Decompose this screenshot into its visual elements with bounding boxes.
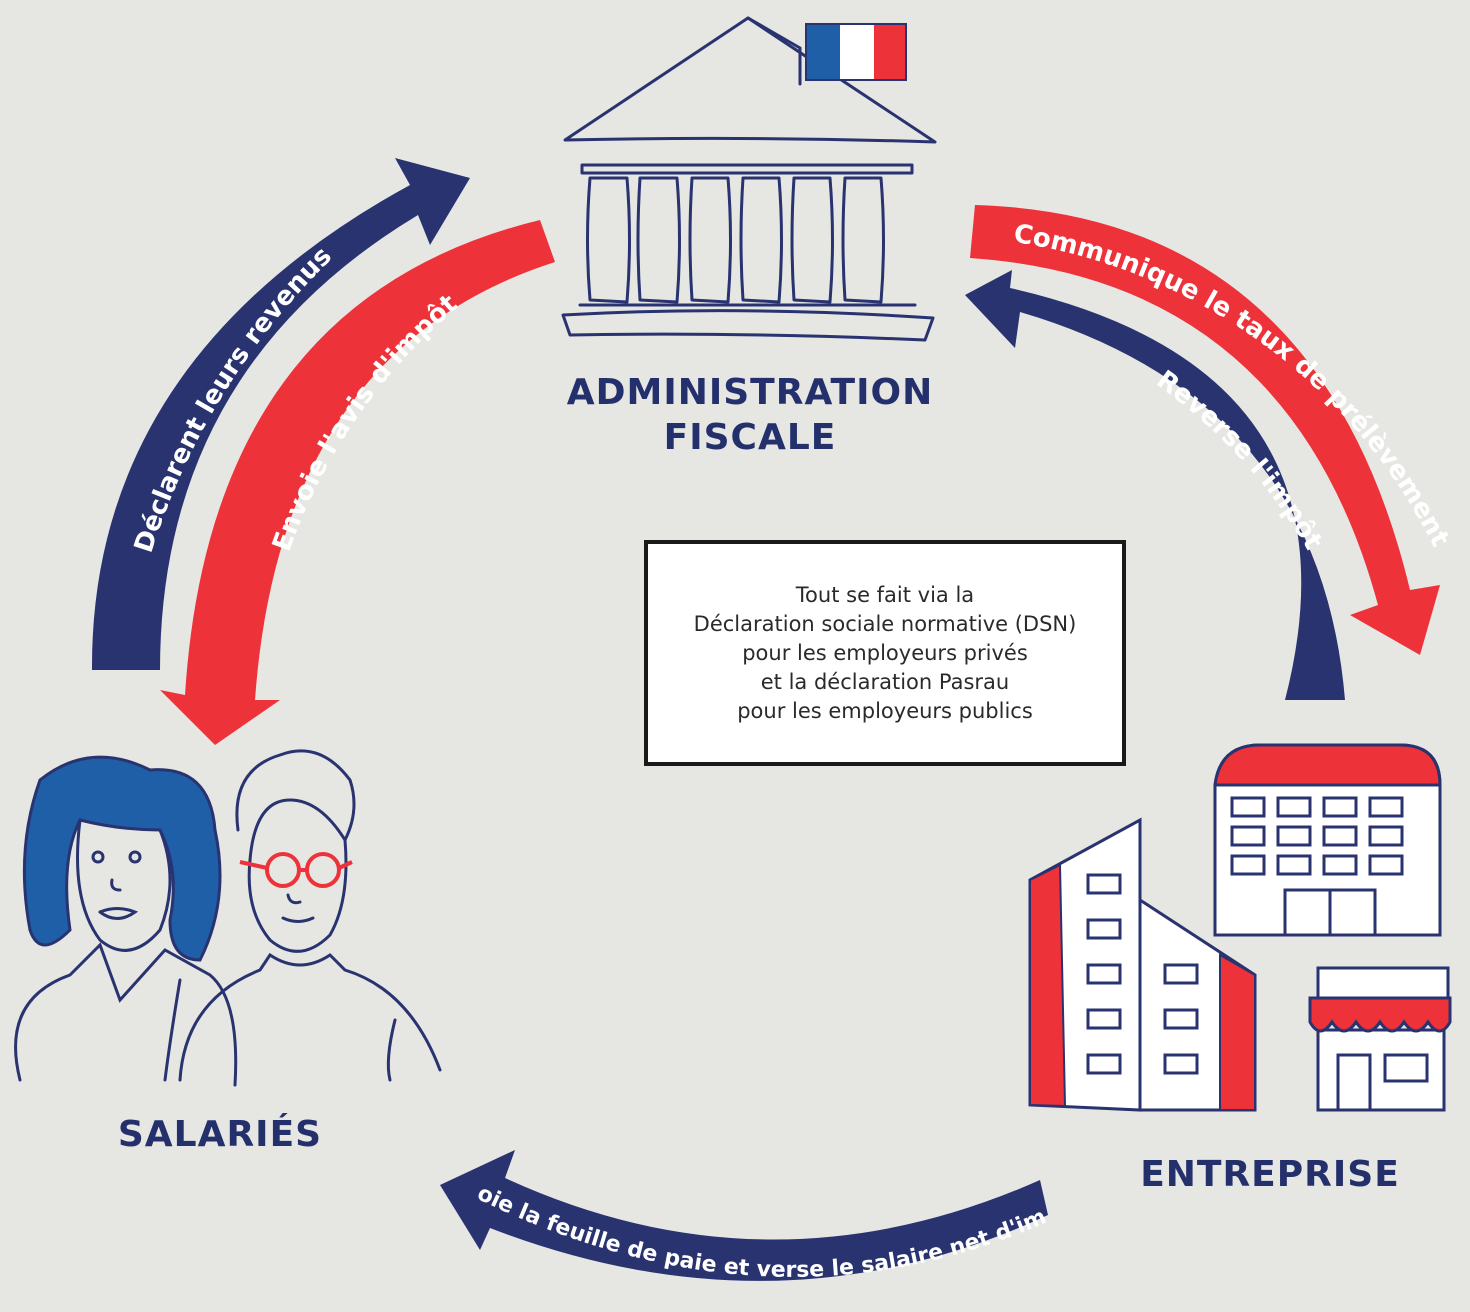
administration-label-line1: ADMINISTRATION bbox=[566, 372, 934, 413]
administration-label: ADMINISTRATION FISCALE bbox=[560, 370, 940, 460]
info-line-4: et la déclaration Pasrau bbox=[760, 669, 1010, 694]
building-icon bbox=[561, 16, 937, 342]
salaries-label: SALARIÉS bbox=[117, 1114, 323, 1155]
shop-icon bbox=[1308, 966, 1452, 1112]
administration-label-line2: FISCALE bbox=[663, 417, 837, 458]
info-line-5: pour les employeurs publics bbox=[737, 698, 1033, 723]
arrow-declarent bbox=[91, 158, 470, 670]
dsn-info-box: Tout se fait via la Déclaration sociale … bbox=[644, 540, 1126, 766]
arrow-reverse bbox=[965, 270, 1345, 700]
people-icon bbox=[14, 749, 442, 1087]
arrow-communique bbox=[970, 205, 1440, 655]
info-line-1: Tout se fait via la bbox=[795, 582, 975, 607]
arrow-envoie-avis bbox=[160, 220, 555, 745]
info-line-2: Déclaration sociale normative (DSN) bbox=[693, 611, 1077, 636]
entreprise-label: ENTREPRISE bbox=[1140, 1154, 1400, 1195]
info-line-3: pour les employeurs privés bbox=[742, 640, 1028, 665]
flag-icon bbox=[805, 23, 907, 81]
office-buildings-icon bbox=[1028, 743, 1442, 1112]
arrow-feuille-paie bbox=[440, 1150, 1048, 1281]
